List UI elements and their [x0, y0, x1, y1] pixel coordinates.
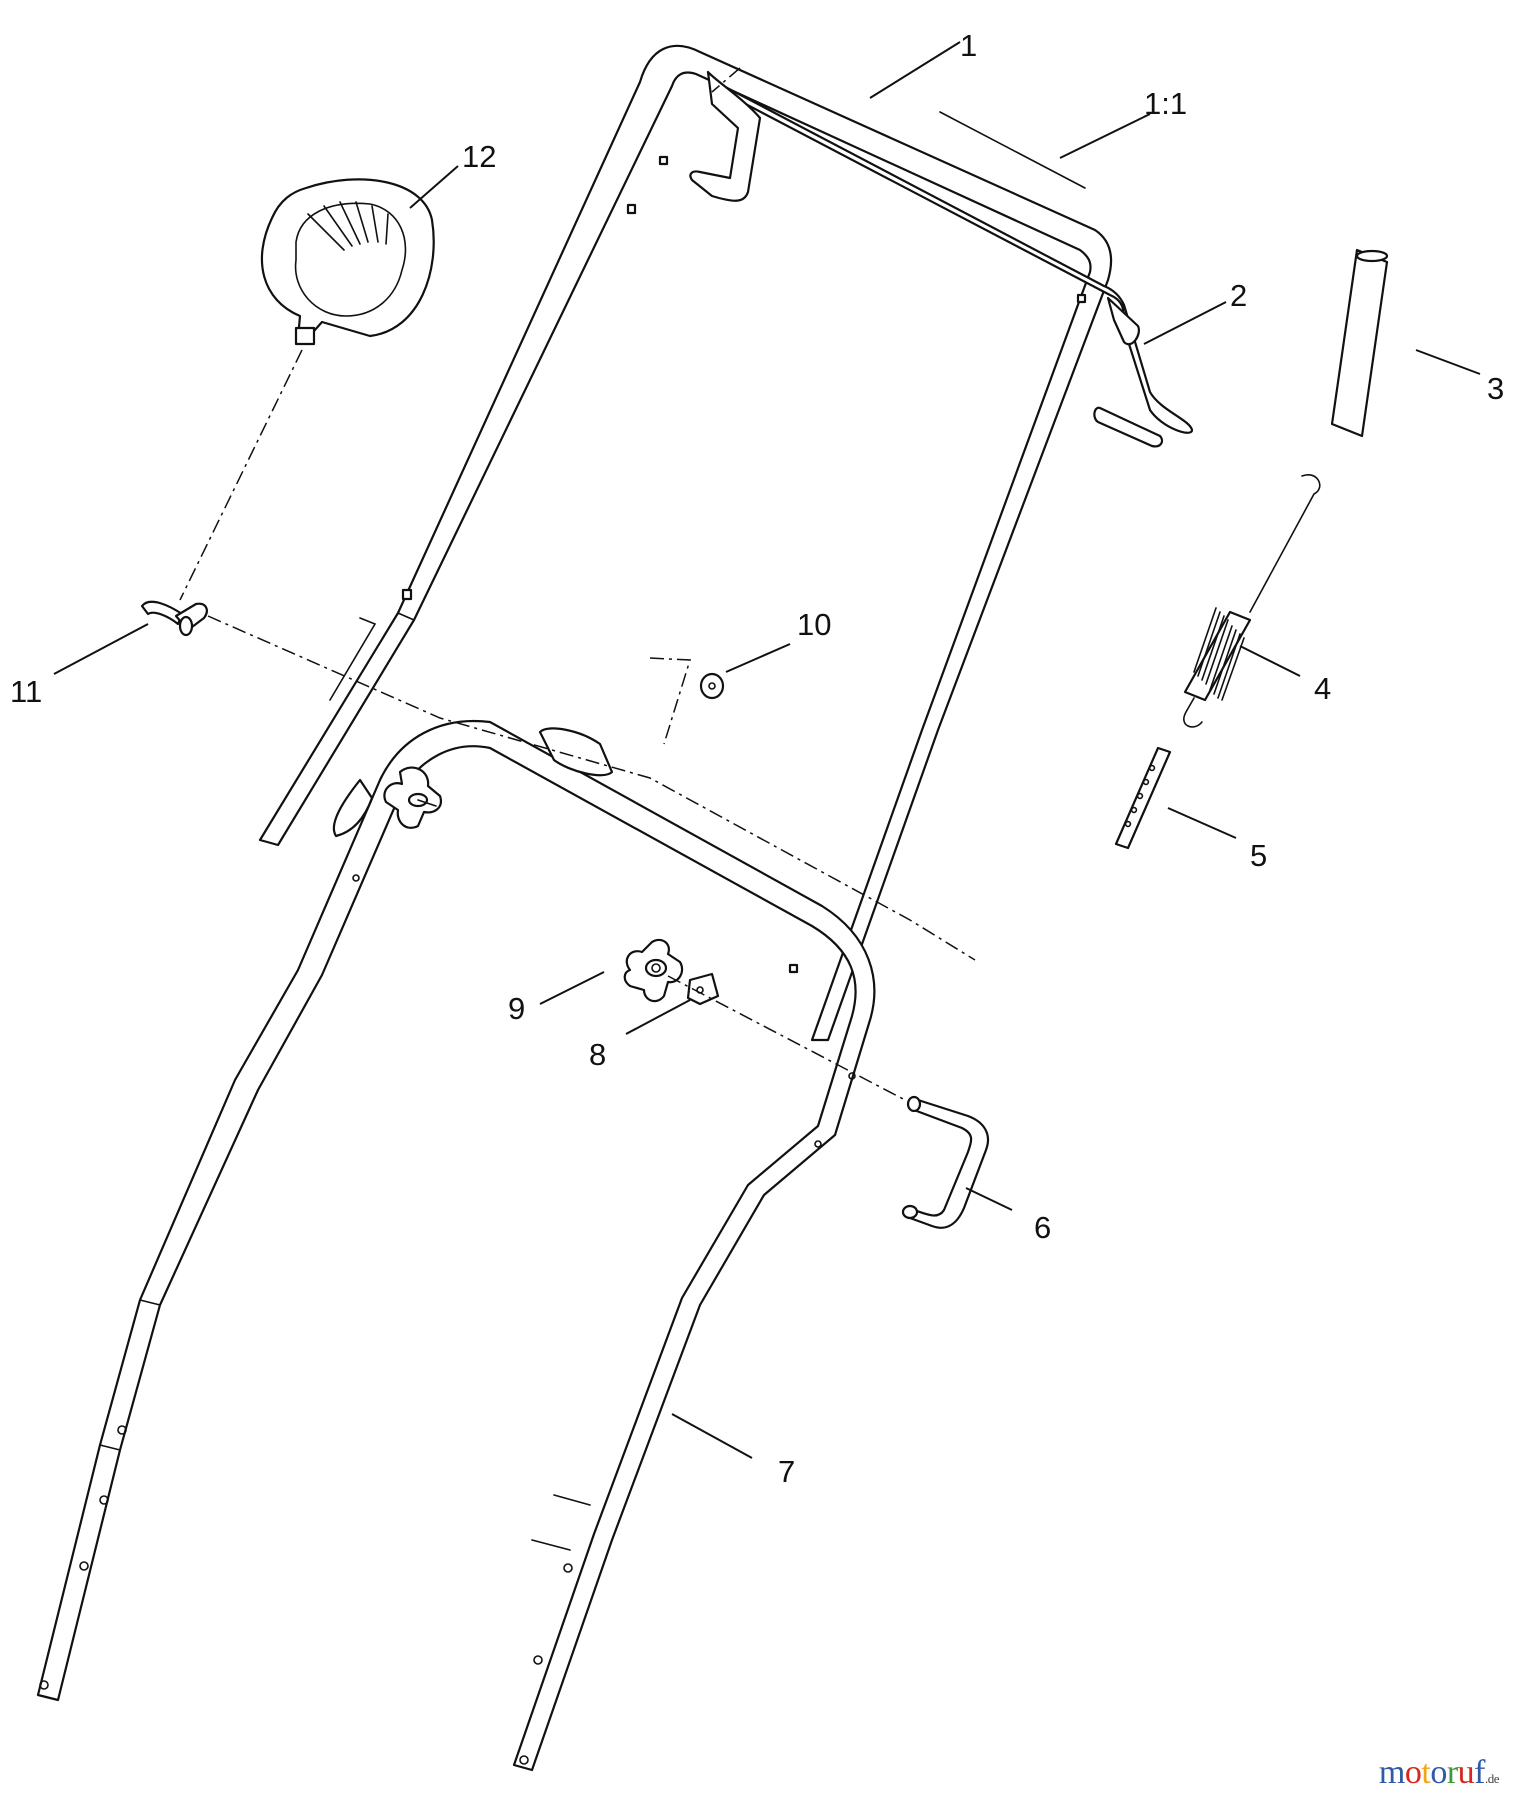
callout-9: 9: [508, 991, 526, 1026]
bail-bar: [689, 70, 1194, 448]
leader-9: [539, 971, 605, 1005]
adjustment-plate: [1114, 746, 1172, 850]
callout-10: 10: [797, 607, 832, 642]
watermark-letter: m: [1378, 1754, 1405, 1791]
watermark-suffix: .de: [1484, 1771, 1500, 1786]
leader-10: [725, 643, 791, 673]
handle-pin: [901, 1095, 990, 1229]
knob-left: [332, 766, 442, 838]
assembly-lines: [179, 67, 976, 1101]
callout-1-1: 1:1: [1144, 86, 1188, 121]
upper-handle: [258, 44, 1113, 1042]
watermark-letter: u: [1457, 1754, 1475, 1791]
washer: [699, 672, 725, 700]
watermark-letter: f: [1474, 1754, 1485, 1791]
leader-7: [671, 1413, 753, 1459]
decal: [939, 111, 1086, 189]
callout-4: 4: [1314, 671, 1332, 706]
callout-5: 5: [1250, 838, 1268, 873]
callout-6: 6: [1034, 1210, 1052, 1245]
cable-clip: [140, 600, 208, 637]
motoruf-watermark: motoruf.de: [1378, 1754, 1500, 1792]
leader-6: [965, 1187, 1013, 1211]
watermark-letter: o: [1430, 1754, 1447, 1791]
watermark-letter: r: [1446, 1754, 1458, 1791]
leader-3: [1415, 349, 1481, 375]
knob: [623, 938, 684, 1003]
grip-shroud: [260, 178, 435, 346]
watermark-text: motoruf: [1378, 1754, 1486, 1791]
leader-1: [869, 41, 961, 99]
callout-1: 1: [960, 28, 978, 63]
leader-lines: [53, 41, 1481, 1459]
extension-spring: [1183, 474, 1321, 728]
leader-2: [1143, 301, 1227, 345]
watermark-letter: o: [1404, 1754, 1422, 1791]
leader-12: [409, 165, 459, 209]
callout-11: 11: [10, 674, 43, 709]
leader-8: [625, 999, 691, 1035]
cam-washer: [686, 972, 720, 1006]
leader-4: [1239, 645, 1301, 677]
callout-2: 2: [1230, 278, 1248, 313]
lower-handle: [36, 719, 876, 1772]
leader-5: [1167, 807, 1237, 839]
callout-7: 7: [778, 1454, 796, 1489]
leader-1-1: [1059, 113, 1151, 159]
watermark-letter: t: [1421, 1754, 1431, 1791]
grip-tube: [1330, 248, 1389, 438]
callout-3: 3: [1487, 371, 1505, 406]
leader-11: [53, 623, 149, 675]
callout-8: 8: [589, 1037, 607, 1072]
callout-12: 12: [462, 139, 497, 174]
